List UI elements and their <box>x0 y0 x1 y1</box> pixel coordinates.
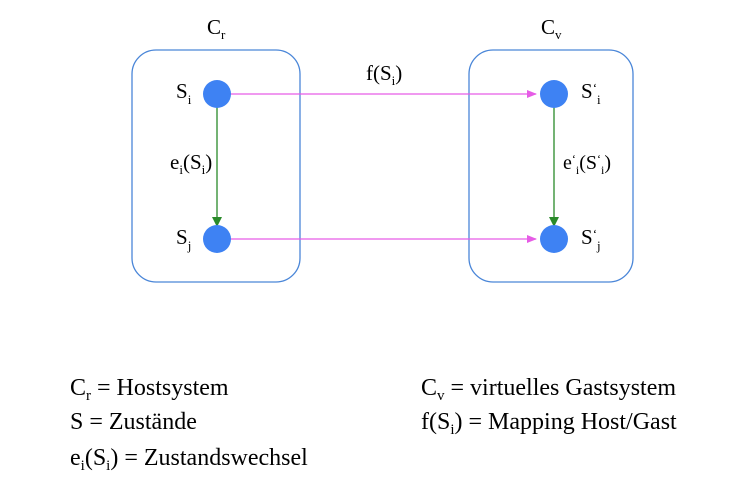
legend-cv: Cv = virtuelles Gastsystem <box>421 375 677 404</box>
guest-system-box <box>468 49 634 283</box>
host-system-label: Cr <box>207 15 226 42</box>
host-system-box <box>131 49 301 283</box>
legend-s: S = Zustände <box>70 409 197 435</box>
state-si-label: Si <box>176 79 192 107</box>
state-mapping-diagram: Cr Cv Si Sj S‘i S‘j f(Si) ei(Si) e‘i(S‘i… <box>131 15 634 283</box>
legend-ei: ei(Si) = Zustandswechsel <box>70 445 308 474</box>
state-sj-label: Sj <box>176 225 191 253</box>
legend-cr: Cr = Hostsystem <box>70 375 229 404</box>
legend-f: f(Si) = Mapping Host/Gast <box>421 409 677 438</box>
state-spi-label: S‘i <box>581 79 601 107</box>
state-spj-node <box>540 225 568 253</box>
state-spj-label: S‘j <box>581 225 601 253</box>
guest-system-label: Cv <box>541 15 562 42</box>
state-si-node <box>203 80 231 108</box>
state-sj-node <box>203 225 231 253</box>
mapping-arrow-label: f(Si) <box>366 61 402 88</box>
guest-transition-label: e‘i(S‘i) <box>563 152 611 177</box>
host-transition-label: ei(Si) <box>170 150 212 177</box>
state-spi-node <box>540 80 568 108</box>
